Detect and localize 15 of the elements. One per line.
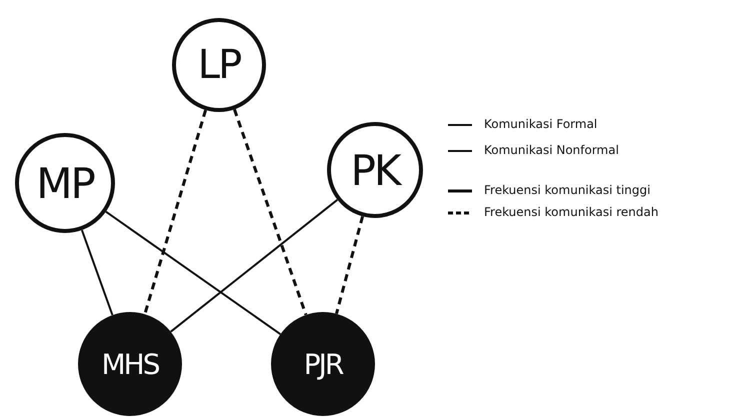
dashed-connector bbox=[335, 216, 364, 314]
legend-label: Komunikasi Nonformal bbox=[484, 143, 619, 157]
connector bbox=[170, 199, 338, 332]
node-label: LP bbox=[198, 42, 240, 88]
node-label: MP bbox=[36, 158, 94, 208]
node-label: PK bbox=[350, 146, 400, 194]
connector bbox=[80, 230, 114, 316]
legend-label: Frekuensi komunikasi tinggi bbox=[484, 183, 650, 197]
legend-label: Frekuensi komunikasi rendah bbox=[484, 205, 658, 219]
node-label: PJR bbox=[304, 348, 342, 380]
dashed-connector bbox=[233, 108, 308, 316]
connector bbox=[105, 210, 281, 335]
node-label: MHS bbox=[102, 348, 158, 380]
dashed-connector bbox=[143, 110, 208, 315]
legend-label: Komunikasi Formal bbox=[484, 117, 598, 131]
